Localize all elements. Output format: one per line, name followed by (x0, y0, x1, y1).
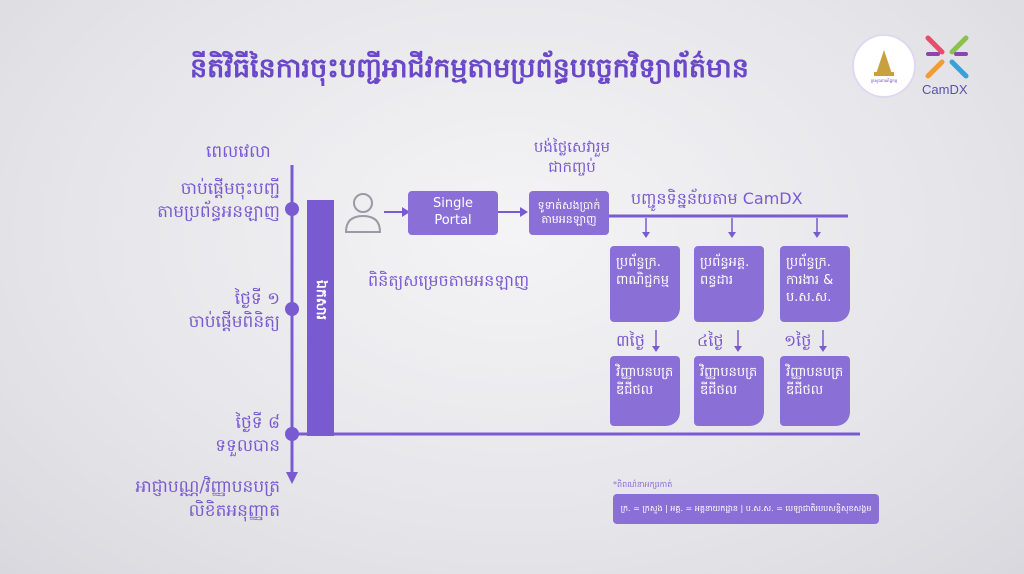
user-icon (344, 193, 382, 233)
camdx-transfer-label: បញ្ជូនទិន្នន័យតាម CamDX (631, 189, 803, 208)
certificate-labor-card: វិញ្ញាបនបត្រឌីជីថល (780, 356, 850, 426)
logo-caption: ក្រសួងពាណិជ្ជកម្ម (870, 78, 898, 83)
timeline-final-label: អាជ្ញាបណ្ណ/វិញ្ញាបនបត្រលិខិតអនុញ្ញាត (135, 477, 280, 521)
page-title: នីតិវិធីនៃការចុះបញ្ជីអាជីវកម្មតាមប្រព័ន្… (190, 53, 749, 84)
timeline-day1-label: ថ្ងៃទី ១ចាប់ផ្តើមពិនិត្យ (188, 289, 280, 332)
timeline-start-label: ចាប់ផ្តើមចុះបញ្ជីតាមប្រព័ន្ធអនឡាញ (157, 179, 280, 222)
certificate-commerce-card: វិញ្ញាបនបត្រឌីជីថល (610, 356, 680, 426)
seal-icon (874, 50, 894, 76)
fee-payment-box: ទូទាត់សងប្រាក់តាមអនឡាញ (529, 191, 609, 235)
document-bar: ឯកសារ (307, 200, 334, 436)
fee-label: បង់ថ្លៃសេវារួមជាកញ្ចប់ (533, 138, 611, 176)
legend-box: ក្រ. = ក្រសួង | អគ្គ. = អគ្គនាយកដ្ឋាន | … (613, 494, 879, 524)
duration-labor: ១ថ្ងៃ (784, 331, 812, 350)
timeline-dot-start (285, 202, 299, 216)
online-review-label: ពិនិត្យសម្រេចតាមអនឡាញ (368, 271, 530, 290)
timeline-heading: ពេលវេលា (206, 142, 271, 162)
ministry-tax-card: ប្រព័ន្ធអគ្គ.ពន្ធដារ (694, 246, 764, 322)
ministry-logo: ក្រសួងពាណិជ្ជកម្ម (852, 34, 916, 98)
ministry-commerce-card: ប្រព័ន្ធក្រ.ពាណិជ្ជកម្ម (610, 246, 680, 322)
certificate-tax-card: វិញ្ញាបនបត្រឌីជីថល (694, 356, 764, 426)
duration-tax: ៤ថ្ងៃ (697, 331, 724, 350)
camdx-brand: CamDX (922, 82, 968, 97)
timeline-dot-day1 (285, 302, 299, 316)
timeline-day8-label: ថ្ងៃទី ៨ទទួលបាន (215, 413, 280, 456)
document-bar-label: ឯកសារ (313, 280, 329, 320)
timeline-dot-day8 (285, 427, 299, 441)
camdx-logo-icon (925, 35, 969, 79)
ministry-labor-card: ប្រព័ន្ធក្រ.ការងារ & ប.ស.ស. (780, 246, 850, 322)
legend-note: *ពិពណ៌នាអក្សរកាត់ (613, 480, 673, 489)
duration-commerce: ៣ថ្ងៃ (616, 331, 645, 350)
